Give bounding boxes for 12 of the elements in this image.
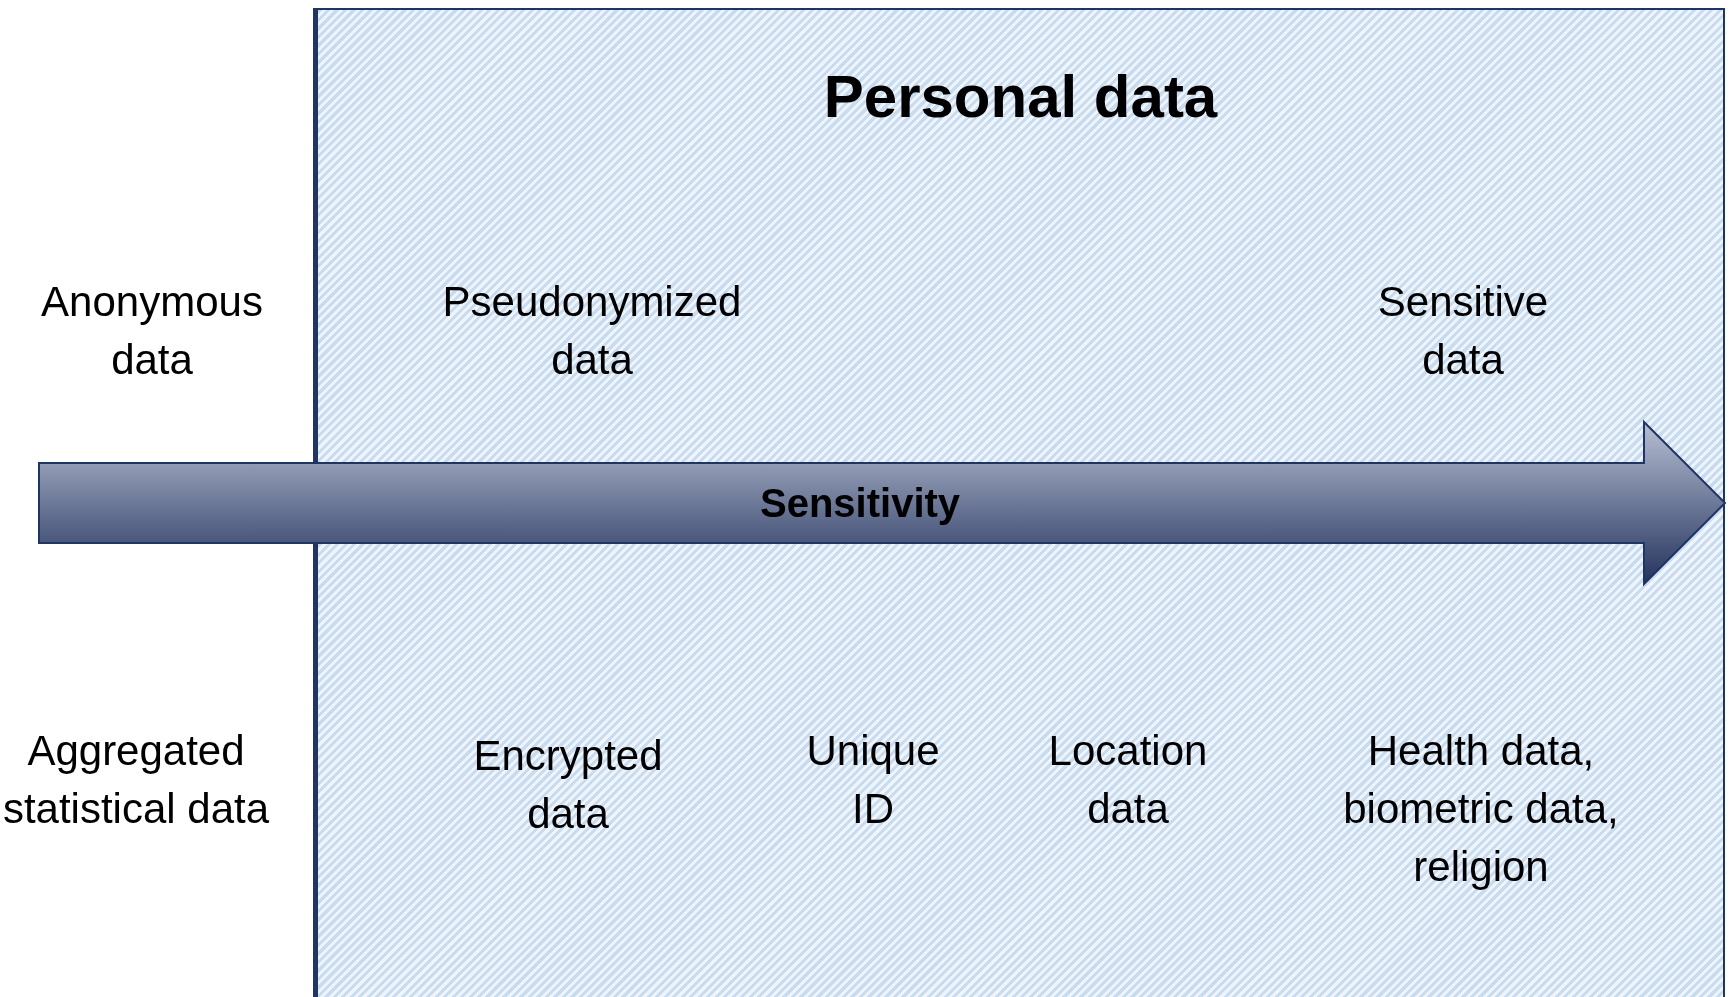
panel-title: Personal data [822, 62, 1219, 131]
category-label: Location data [1047, 726, 1209, 834]
category-label: Health data, biometric data, religion [1342, 726, 1620, 892]
category-label: Unique ID [805, 726, 941, 834]
category-label: Encrypted data [472, 731, 664, 839]
block-arrow [38, 421, 1728, 585]
category-label: Aggregated statistical data [1, 726, 271, 834]
hatched-panel [313, 8, 1725, 997]
category-label: Pseudonymized data [441, 277, 743, 385]
arrow-label: Sensitivity [760, 481, 961, 526]
category-label: Sensitive data [1376, 277, 1550, 385]
category-label: Anonymous data [40, 277, 264, 385]
